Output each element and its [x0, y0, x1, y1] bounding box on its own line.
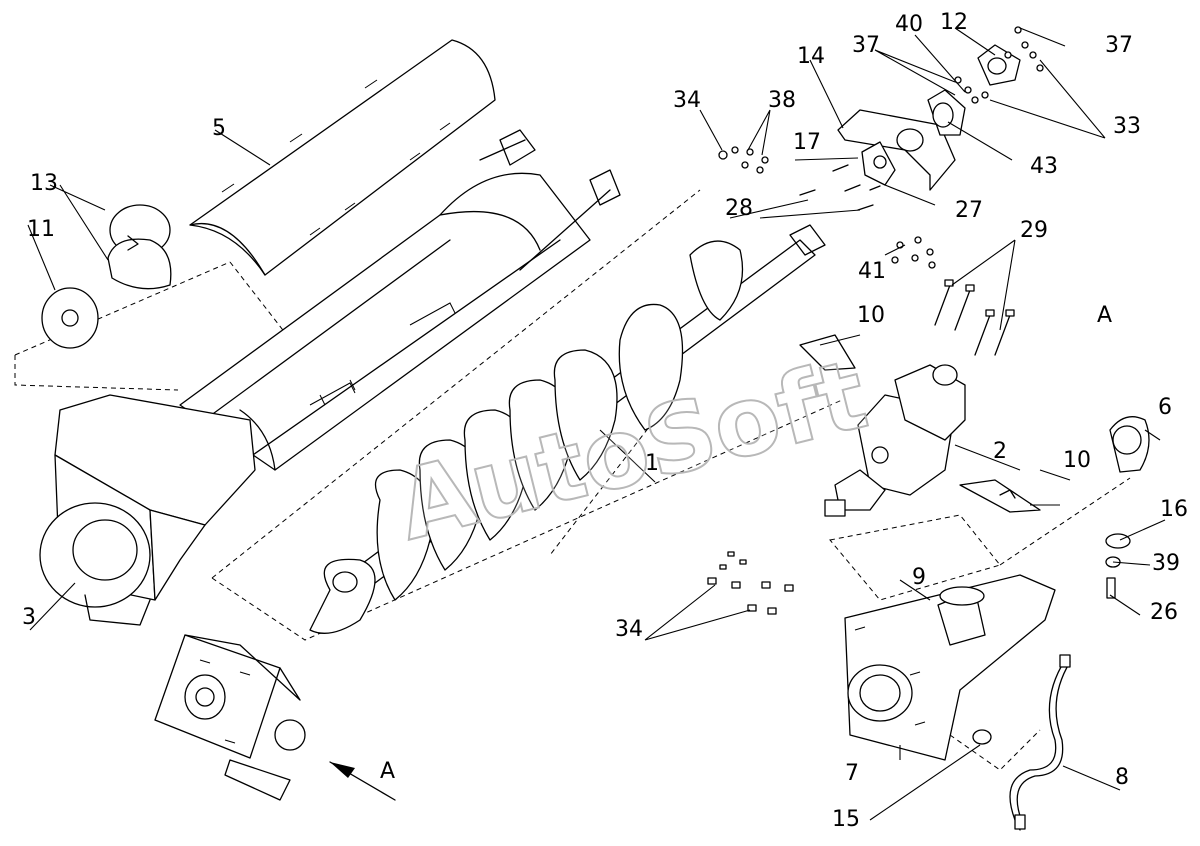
flanges-part-11-13	[41, 204, 172, 349]
end-housing-part-3	[39, 394, 256, 626]
plates-part-10	[799, 334, 1041, 513]
callout-7: 7	[845, 761, 859, 786]
callout-16: 16	[1160, 497, 1188, 522]
view-label-a-bottom: A	[380, 759, 395, 784]
view-arrow	[329, 761, 396, 801]
callout-38: 38	[768, 88, 796, 113]
callout-39: 39	[1152, 551, 1180, 576]
support-part-7	[844, 574, 1056, 761]
callout-11: 11	[27, 217, 55, 242]
hose-part-8	[1009, 654, 1071, 831]
callout-15: 15	[832, 807, 860, 832]
callout-43: 43	[1030, 154, 1058, 179]
callout-28: 28	[725, 196, 753, 221]
callout-34-upper: 34	[673, 88, 701, 113]
callout-3: 3	[22, 605, 36, 630]
bolts-part-29	[934, 279, 1015, 356]
callout-37-left: 37	[852, 33, 880, 58]
flange-part-12	[977, 44, 1021, 86]
bracket-part-14	[837, 109, 956, 191]
bearing-part-43	[927, 89, 966, 136]
view-label-a-top: A	[1097, 303, 1112, 328]
callout-2: 2	[993, 439, 1007, 464]
callout-13: 13	[30, 171, 58, 196]
callout-9: 9	[912, 565, 926, 590]
small-fasteners	[718, 26, 1044, 269]
callout-27: 27	[955, 198, 983, 223]
dash-lines	[14, 189, 1131, 771]
callout-8: 8	[1115, 765, 1129, 790]
callout-33: 33	[1113, 114, 1141, 139]
trough-housing	[149, 129, 621, 521]
callout-26: 26	[1150, 600, 1178, 625]
callout-29: 29	[1020, 218, 1048, 243]
drive-assembly	[154, 634, 306, 801]
nuts-part-34	[707, 551, 794, 615]
callout-5: 5	[212, 116, 226, 141]
callout-10-upper: 10	[857, 303, 885, 328]
callout-1: 1	[645, 451, 659, 476]
auger-part-1	[309, 224, 826, 634]
callout-labels: 1 2 3 5 6 7 8 9 10 10 11 12 13 14 15 16 …	[22, 10, 1188, 832]
callout-37-right: 37	[1105, 33, 1133, 58]
washers-part-16-39-26	[1105, 533, 1131, 599]
callout-12: 12	[940, 10, 968, 35]
callout-41: 41	[858, 259, 886, 284]
callout-34-lower: 34	[615, 617, 643, 642]
clamp-part-15	[972, 729, 992, 745]
part-6	[1109, 416, 1150, 473]
plate-part-17	[861, 141, 896, 186]
callout-40: 40	[895, 12, 923, 37]
callout-17: 17	[793, 130, 821, 155]
leader-lines	[27, 27, 1166, 821]
callout-10-lower: 10	[1063, 448, 1091, 473]
callout-14: 14	[797, 44, 825, 69]
sleeve-part-9	[937, 586, 986, 646]
top-cover-part-5	[189, 39, 496, 276]
gearbox-part-2	[824, 364, 966, 517]
callout-6: 6	[1158, 395, 1172, 420]
